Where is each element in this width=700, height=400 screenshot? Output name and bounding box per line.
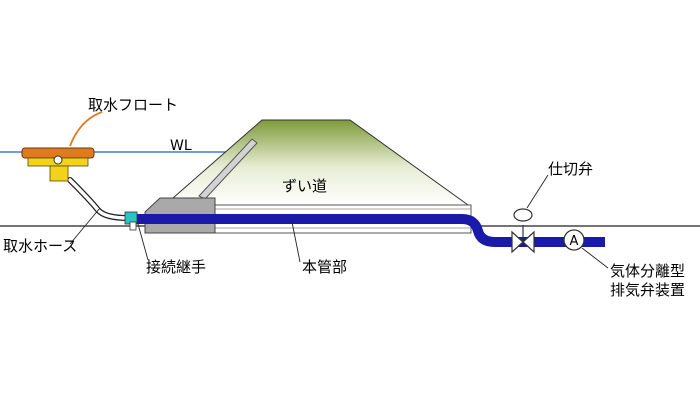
label-air-release-line1: 気体分離型 <box>610 262 686 280</box>
float-bracket <box>49 165 69 182</box>
label-levee: ずい道 <box>282 177 328 195</box>
leader-air-release <box>581 247 609 269</box>
label-joint: 接続継手 <box>146 258 207 276</box>
float-pivot <box>53 155 63 165</box>
gate-valve <box>511 208 535 254</box>
leader-main-pipe <box>291 221 301 263</box>
leader-float <box>69 111 103 147</box>
air-release-valve <box>563 229 585 251</box>
leader-valve <box>526 174 549 209</box>
label-water-level: WL <box>170 138 192 154</box>
leader-hose <box>69 207 101 245</box>
air-release-mark: A <box>570 234 579 249</box>
label-valve: 仕切弁 <box>548 160 594 178</box>
label-intake-float: 取水フロート <box>88 96 179 114</box>
label-air-release: 気体分離型 排気弁装置 <box>610 262 685 300</box>
label-intake-hose: 取水ホース <box>3 237 78 255</box>
main-pipe <box>128 214 605 247</box>
leader-joint <box>137 223 149 261</box>
label-main-pipe: 本管部 <box>302 258 348 276</box>
joint-clamp <box>129 221 137 231</box>
label-air-release-line2: 排気弁装置 <box>610 280 686 299</box>
